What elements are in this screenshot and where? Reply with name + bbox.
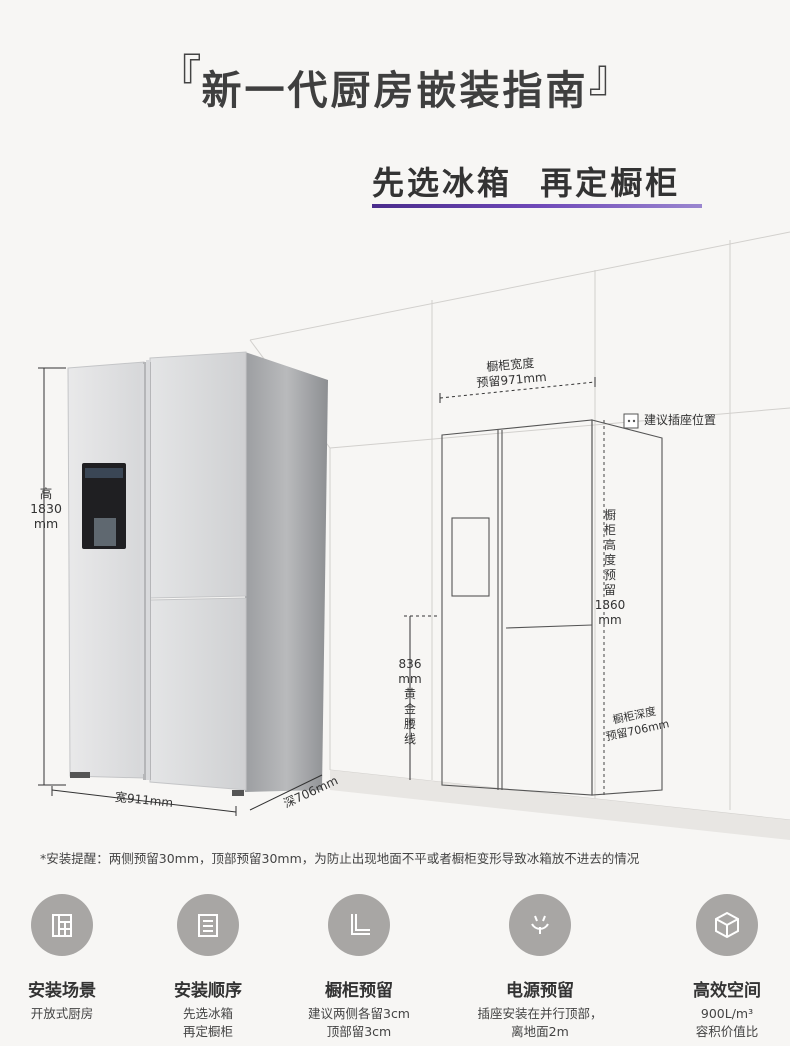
width-dimension-line	[51, 774, 323, 816]
floor-shadow	[330, 770, 790, 840]
feature-desc: 插座安装在并行顶部， 离地面2m	[477, 1006, 603, 1039]
building-icon	[31, 894, 93, 956]
feature-item: 电源预留 插座安装在并行顶部， 离地面2m	[465, 880, 615, 1041]
page-title: 『新一代厨房嵌装指南』	[0, 40, 790, 116]
feature-item: 安装顺序 先选冰箱 再定橱柜	[133, 880, 283, 1041]
feature-desc: 建议两侧各留3cm 顶部留3cm	[307, 1006, 410, 1039]
cabinet-width-dimension	[439, 377, 596, 403]
feature-row: 安装场景 开放式厨房 安装顺序 先选冰箱 再定橱柜 橱柜预留 建议两侧各留3cm…	[0, 880, 790, 1046]
feature-desc: 900L/m³ 容积价值比	[695, 1006, 759, 1039]
feature-name: 安装顺序	[174, 981, 242, 1001]
power-plug-icon	[509, 894, 571, 956]
title-bracket-open: 『	[157, 51, 202, 102]
fridge-outline	[441, 419, 663, 796]
installation-diagram	[38, 231, 790, 840]
feature-name: 安装场景	[28, 981, 96, 1001]
feature-desc: 先选冰箱 再定橱柜	[182, 1006, 233, 1039]
feature-item: 安装场景 开放式厨房	[0, 880, 137, 1023]
feature-desc: 开放式厨房	[30, 1006, 94, 1021]
socket-label: 建议插座位置	[644, 413, 717, 427]
title-text: 新一代厨房嵌装指南	[201, 68, 589, 114]
cabinet-height-label: 橱 柜 高 度 预 留 1860 mm	[594, 508, 626, 627]
feature-name: 橱柜预留	[325, 981, 393, 1001]
fridge-photo	[67, 351, 328, 796]
cube-icon	[696, 894, 758, 956]
room-outline	[249, 231, 790, 821]
subtitle-underline	[372, 204, 702, 208]
feature-name: 电源预留	[506, 981, 574, 1001]
install-note: *安装提醒：两侧预留30mm，顶部预留30mm，为防止出现地面不平或者橱柜变形导…	[40, 851, 640, 866]
height-dimension-line	[38, 367, 66, 786]
feature-item: 高效空间 900L/m³ 容积价值比	[652, 880, 790, 1041]
feature-item: 橱柜预留 建议两侧各留3cm 顶部留3cm	[284, 880, 434, 1041]
subtitle: 先选冰箱 再定橱柜	[372, 164, 681, 202]
height-label: 高 1830 mm	[30, 486, 62, 531]
socket-icon	[623, 413, 639, 429]
list-icon	[177, 894, 239, 956]
waistline-dimension	[404, 615, 440, 780]
cabinet-corner-icon	[328, 894, 390, 956]
waistline-label: 836 mm 黄 金 腰 线	[398, 657, 422, 746]
feature-name: 高效空间	[693, 981, 761, 1001]
title-bracket-close: 』	[588, 51, 633, 102]
